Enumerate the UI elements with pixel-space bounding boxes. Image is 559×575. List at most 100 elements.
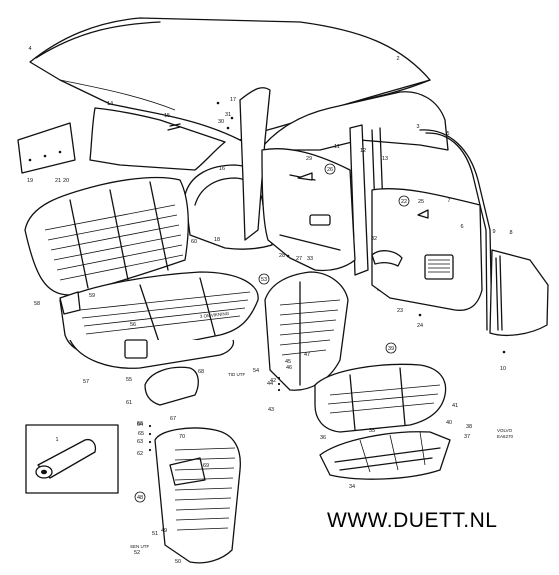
part-number-33: 33 (307, 256, 313, 262)
part-number-49: 49 (161, 528, 167, 534)
part-number-21: 21 (55, 178, 61, 184)
part-number-14: 14 (107, 101, 113, 107)
part-number-70: 70 (179, 434, 185, 440)
rear-seat-cushion (59, 271, 259, 369)
part-number-50: 50 (175, 559, 181, 565)
part-number-5: 5 (446, 131, 449, 137)
part-number-ring-26 (324, 163, 336, 175)
front-door-panel (371, 188, 483, 311)
part-number-31: 31 (225, 112, 231, 118)
watermark-text: WWW.DUETT.NL (327, 509, 497, 532)
material-roll-inset (25, 424, 119, 494)
code-line-2: EA6270 (497, 434, 514, 439)
part-number-55: 55 (126, 377, 132, 383)
part-number-12: 12 (360, 148, 366, 154)
part-number-48: 48 (137, 495, 143, 501)
part-number-ring-22 (398, 195, 410, 207)
part-number-3: 3 (416, 124, 419, 130)
part-number-23: 23 (397, 308, 403, 314)
part-number-65: 65 (138, 431, 144, 437)
part-number-22: 22 (401, 199, 407, 205)
part-number-6: 6 (460, 224, 463, 230)
part-number-13: 13 (382, 156, 388, 162)
rear-shelf-panel (89, 107, 226, 171)
part-number-4: 4 (28, 46, 31, 52)
door-seal (419, 129, 493, 331)
part-number-40: 40 (446, 420, 452, 426)
part-number-ring-39 (385, 342, 397, 354)
part-number-61: 61 (126, 400, 132, 406)
part-number-53: 53 (261, 277, 267, 283)
part-number-38: 38 (466, 424, 472, 430)
part-number-68: 68 (198, 369, 204, 375)
rear-seat-back (24, 176, 189, 296)
code-line-1: VOLVO (497, 428, 513, 433)
part-number-19: 19 (27, 178, 33, 184)
seat-frame (319, 431, 451, 480)
part-number-44: 44 (267, 381, 273, 387)
part-number-ring-53 (258, 273, 270, 285)
front-seat-cushion (314, 363, 447, 433)
part-number-18: 18 (214, 237, 220, 243)
rear-roof-panel (259, 91, 449, 151)
part-number-24: 24 (417, 323, 423, 329)
part-number-9: 9 (492, 229, 495, 235)
part-number-25: 25 (418, 199, 424, 205)
part-number-56: 56 (130, 322, 136, 328)
part-number-32: 32 (371, 236, 377, 242)
front-seat-back-left (264, 271, 349, 391)
headrest (144, 366, 199, 406)
label-tid-utf: TID UTF (228, 372, 245, 377)
part-number-29: 29 (306, 156, 312, 162)
part-number-51: 51 (152, 531, 158, 537)
part-number-69: 69 (203, 463, 209, 469)
part-number-2: 2 (396, 56, 399, 62)
part-number-46: 46 (286, 365, 292, 371)
part-number-16: 16 (219, 166, 225, 172)
rear-door-panel (261, 148, 356, 272)
part-number-41: 41 (452, 403, 458, 409)
part-number-36: 36 (320, 435, 326, 441)
part-number-62: 62 (137, 451, 143, 457)
part-number-26: 26 (327, 167, 333, 173)
seat-back-rear-view (154, 427, 241, 564)
pillar-trims (239, 87, 387, 291)
part-number-35: 35 (369, 428, 375, 434)
part-number-27: 27 (296, 256, 302, 262)
part-number-11: 11 (334, 144, 340, 150)
part-number-28: 28 (279, 253, 285, 259)
seat-print-text: 3 OMVIKNING (200, 311, 230, 319)
part-number-30: 30 (218, 119, 224, 125)
part-number-17: 17 (230, 97, 236, 103)
part-number-10: 10 (500, 366, 506, 372)
part-number-67: 67 (170, 416, 176, 422)
part-number-66: 66 (137, 421, 143, 427)
part-number-ring-48 (134, 491, 146, 503)
part-number-43: 43 (268, 407, 274, 413)
part-number-15: 15 (164, 113, 170, 119)
part-number-7: 7 (447, 198, 450, 204)
side-trim-panel-small (17, 122, 76, 174)
part-number-64: 64 (137, 422, 143, 428)
part-number-58: 58 (34, 301, 40, 307)
part-number-1: 1 (55, 437, 58, 443)
part-number-20: 20 (63, 178, 69, 184)
part-number-57: 57 (83, 379, 89, 385)
part-number-45: 45 (285, 359, 291, 365)
part-number-47: 47 (304, 352, 310, 358)
part-number-37: 37 (464, 434, 470, 440)
part-number-34: 34 (349, 484, 355, 490)
part-number-54: 54 (253, 368, 259, 374)
part-number-63: 63 (137, 439, 143, 445)
part-number-39: 39 (388, 346, 394, 352)
quarter-trim (489, 249, 549, 336)
part-number-60: 60 (191, 239, 197, 245)
part-number-8: 8 (509, 230, 512, 236)
label-sen-utf: SEN UTF (130, 544, 150, 549)
part-number-59: 59 (89, 293, 95, 299)
part-number-42: 42 (270, 378, 276, 384)
fasteners (148, 101, 506, 452)
part-number-52: 52 (134, 550, 140, 556)
